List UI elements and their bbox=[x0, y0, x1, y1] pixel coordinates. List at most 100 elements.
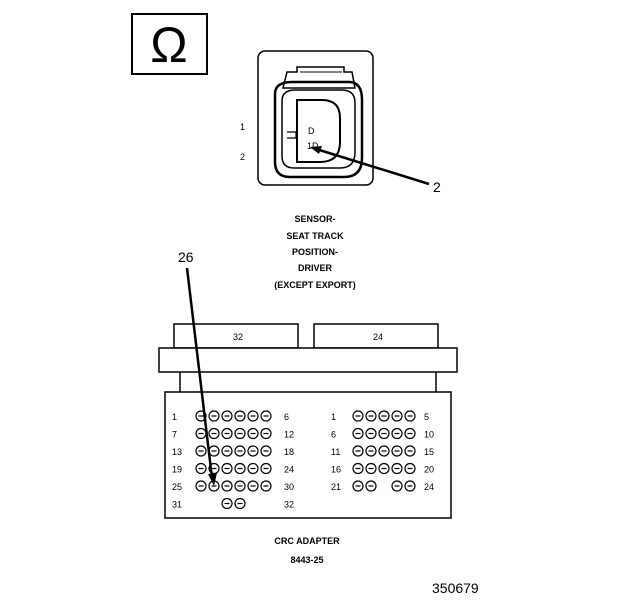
right-row-start-label: 21 bbox=[331, 482, 341, 492]
pin-cavity bbox=[391, 410, 403, 422]
pin-cavity bbox=[365, 462, 377, 475]
sensor-title-line-2: SEAT TRACK bbox=[286, 231, 344, 241]
right-row-start-label: 16 bbox=[331, 465, 341, 475]
right-row-start-label: 6 bbox=[331, 430, 336, 440]
right-row-end-label: 24 bbox=[424, 482, 434, 492]
pin-cavity bbox=[221, 427, 233, 440]
left-row-end-label: 32 bbox=[284, 500, 294, 510]
pin-cavity bbox=[195, 445, 207, 457]
pin-cavity bbox=[221, 410, 233, 422]
right-row-start-label: 11 bbox=[331, 447, 340, 457]
pin-cavity bbox=[352, 445, 364, 457]
pin-cavity bbox=[221, 497, 233, 510]
pin-cavity bbox=[234, 445, 246, 457]
callout-label-26: 26 bbox=[178, 249, 194, 265]
left-row-start-label: 7 bbox=[172, 430, 177, 440]
right-row-end-label: 10 bbox=[424, 430, 434, 440]
right-row-end-label: 5 bbox=[424, 412, 429, 422]
pin-cavity bbox=[352, 410, 364, 422]
left-row-end-label: 18 bbox=[284, 447, 294, 457]
pin-cavity bbox=[260, 427, 272, 440]
sensor-pin-label-2: 2 bbox=[240, 152, 245, 162]
left-row-end-label: 12 bbox=[284, 430, 294, 440]
left-row-start-label: 31 bbox=[172, 500, 182, 510]
pin-cavity bbox=[247, 427, 259, 440]
callout-label-2: 2 bbox=[433, 179, 441, 195]
left-row-start-label: 19 bbox=[172, 465, 182, 475]
pin-cavity bbox=[247, 480, 259, 492]
sensor-title-line-1: SENSOR- bbox=[294, 214, 335, 224]
pin-cavity bbox=[208, 410, 220, 422]
pin-cavity bbox=[378, 462, 390, 475]
pin-cavity bbox=[391, 462, 403, 475]
pin-cavity bbox=[260, 445, 272, 457]
pin-cavity bbox=[208, 427, 220, 440]
sensor-connector: D 1D 1 2 bbox=[240, 50, 374, 186]
pin-cavity bbox=[260, 462, 272, 475]
left-row-end-label: 24 bbox=[284, 465, 294, 475]
pin-cavity bbox=[378, 427, 390, 440]
pin-cavity bbox=[404, 445, 416, 457]
pin-cavity bbox=[234, 410, 246, 422]
pin-cavity bbox=[404, 462, 416, 475]
pin-cavity bbox=[365, 480, 377, 492]
pin-cavity bbox=[247, 445, 259, 457]
pin-cavity bbox=[234, 497, 246, 510]
pin-cavity bbox=[260, 410, 272, 422]
pin-cavity bbox=[352, 427, 364, 440]
adapter-part-number: 8443-25 bbox=[290, 555, 323, 565]
pin-cavity bbox=[365, 410, 377, 422]
pin-cavity bbox=[195, 480, 207, 492]
right-row-end-label: 20 bbox=[424, 465, 434, 475]
left-row-end-label: 30 bbox=[284, 482, 294, 492]
adapter-tab-24: 24 bbox=[373, 332, 383, 342]
figure-id: 350679 bbox=[432, 580, 479, 596]
left-row-start-label: 13 bbox=[172, 447, 182, 457]
pin-cavity bbox=[391, 427, 403, 440]
pin-cavity bbox=[260, 480, 272, 492]
sensor-pin-label-1: 1 bbox=[240, 122, 245, 132]
left-row-start-label: 1 bbox=[172, 412, 177, 422]
adapter-tab-32: 32 bbox=[233, 332, 243, 342]
pin-cavity bbox=[234, 427, 246, 440]
sensor-cavity-mark-2: 1D bbox=[307, 141, 319, 151]
pin-cavity bbox=[247, 462, 259, 475]
pin-cavity bbox=[234, 480, 246, 492]
pin-cavity bbox=[391, 445, 403, 457]
pin-cavity bbox=[195, 462, 207, 475]
pin-cavity bbox=[378, 445, 390, 457]
sensor-cavity-mark-1: D bbox=[308, 126, 315, 136]
left-pin-block: 1 6 7 12 13 18 19 24 25 30 31 32 bbox=[172, 410, 294, 510]
left-row-start-label: 25 bbox=[172, 482, 182, 492]
sensor-title-line-5: (EXCEPT EXPORT) bbox=[274, 280, 356, 290]
left-row-end-label: 6 bbox=[284, 412, 289, 422]
ohm-symbol-icon: Ω bbox=[131, 13, 208, 75]
pin-cavity bbox=[365, 427, 377, 440]
pin-cavity bbox=[365, 445, 377, 457]
adapter-title: CRC ADAPTER bbox=[274, 536, 340, 546]
pin-cavity bbox=[208, 445, 220, 457]
pin-cavity bbox=[221, 480, 233, 492]
pin-cavity bbox=[352, 462, 364, 475]
right-row-start-label: 1 bbox=[331, 412, 336, 422]
pin-cavity bbox=[221, 445, 233, 457]
pin-cavity bbox=[195, 427, 207, 440]
pin-cavity bbox=[247, 410, 259, 422]
sensor-title-line-3: POSITION- bbox=[292, 247, 338, 257]
pin-cavity bbox=[404, 410, 416, 422]
pin-cavity bbox=[378, 410, 390, 422]
pin-cavity bbox=[391, 480, 403, 492]
pin-cavity bbox=[404, 480, 416, 492]
callout-adapter-pin: 26 bbox=[178, 249, 217, 486]
pin-cavity bbox=[234, 462, 246, 475]
pin-cavity bbox=[221, 462, 233, 475]
sensor-title: SENSOR- SEAT TRACK POSITION- DRIVER (EXC… bbox=[274, 214, 356, 290]
pin-cavity bbox=[352, 480, 364, 492]
pin-cavity bbox=[404, 427, 416, 440]
callout-sensor-pin: 2 bbox=[310, 146, 441, 195]
ohm-glyph: Ω bbox=[150, 17, 187, 73]
right-row-end-label: 15 bbox=[424, 447, 434, 457]
